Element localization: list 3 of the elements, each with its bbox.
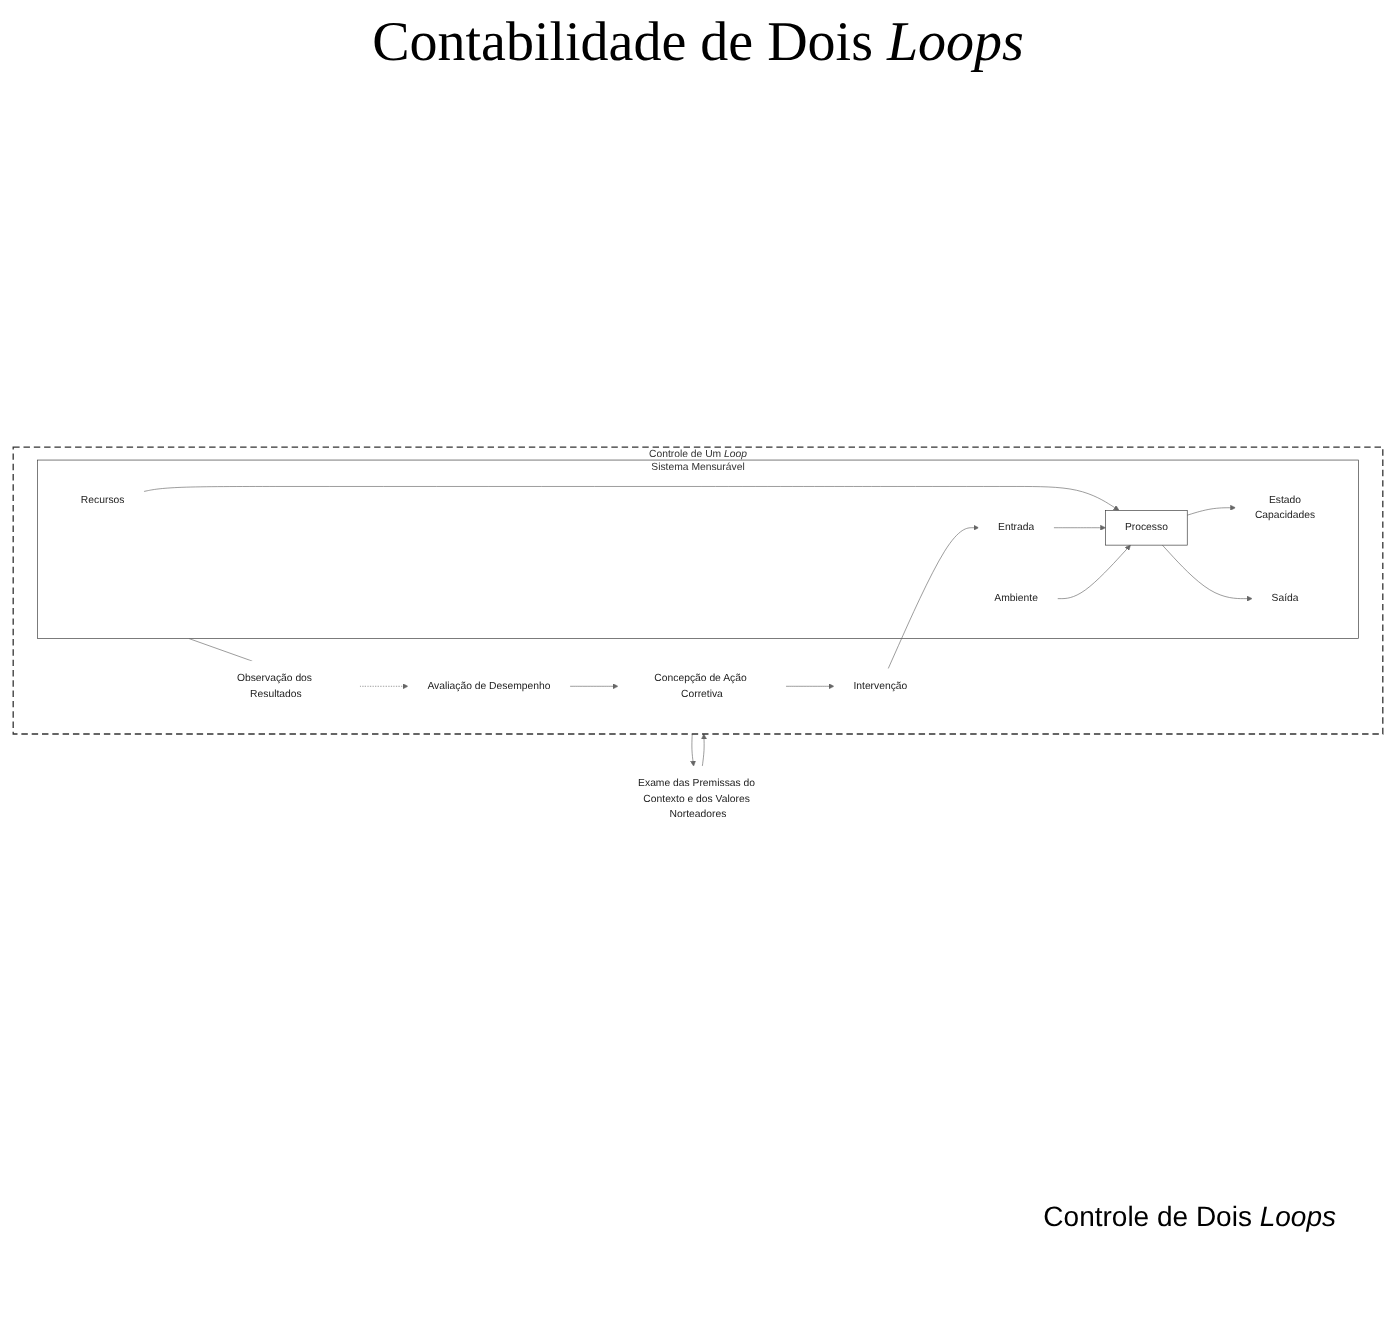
connector [188,638,253,662]
diagram-title: Contabilidade de Dois Loops [370,12,1026,76]
loop-label: Controle de Dois Loops [1043,1200,1336,1232]
